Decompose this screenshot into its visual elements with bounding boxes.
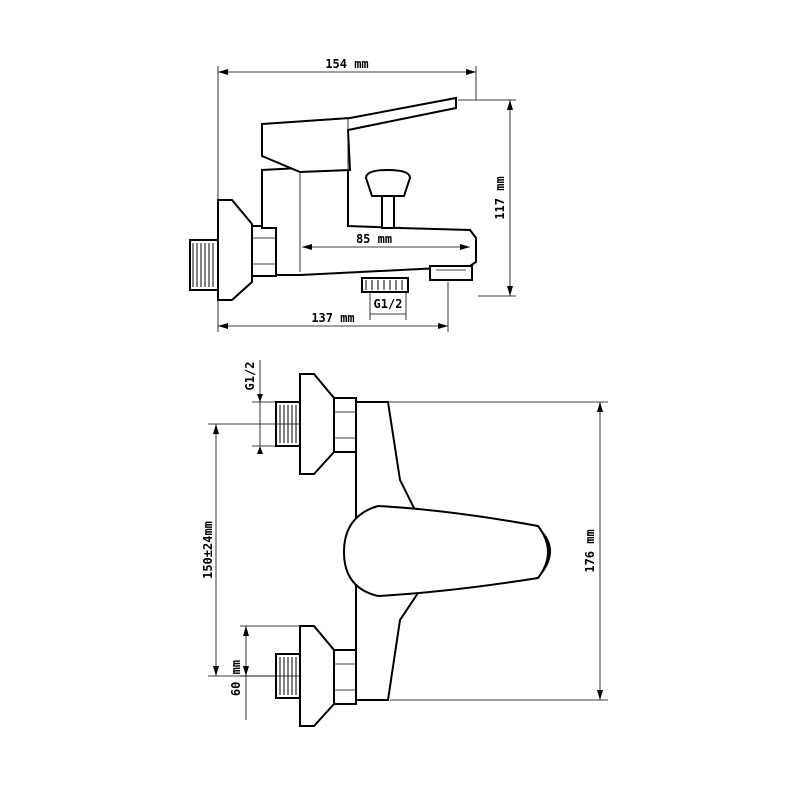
- dim-label-height: 117 mm: [493, 176, 507, 219]
- dimension-spout-length: 85 mm: [302, 232, 470, 250]
- side-view: 154 mm: [189, 57, 516, 332]
- dim-label-inlet-offset: 60 mm: [229, 660, 243, 696]
- lever-handle-top: [342, 504, 549, 598]
- upper-inlet: [275, 373, 357, 475]
- dim-label-wall-to-outlet: 137 mm: [311, 311, 354, 325]
- top-view: 176 mm 150±24mm G1/2 60 mm: [201, 360, 608, 727]
- outlet-thread: [361, 277, 409, 293]
- dimension-height: 117 mm: [458, 99, 516, 297]
- dim-label-total-height: 176 mm: [583, 529, 597, 572]
- dimension-total-width: 154 mm: [217, 57, 477, 200]
- dim-label-spout-length: 85 mm: [356, 232, 392, 246]
- dimension-inlet-offset: 60 mm: [229, 625, 300, 720]
- dimension-outlet-thread: G1/2: [369, 292, 407, 320]
- dimension-total-height: 176 mm: [388, 401, 608, 701]
- connector-nut: [251, 225, 277, 277]
- wall-thread: [189, 239, 219, 291]
- lever-handle: [261, 96, 457, 174]
- dim-label-total-width: 154 mm: [325, 57, 368, 71]
- dim-label-center-distance: 150±24mm: [201, 521, 215, 579]
- spout-outlet: [429, 265, 473, 281]
- dimension-center-distance: 150±24mm: [201, 423, 300, 677]
- dimension-inlet-thread: G1/2: [243, 360, 276, 454]
- dimension-wall-to-outlet: 137 mm: [217, 282, 449, 332]
- wall-flange: [217, 199, 253, 301]
- diverter-knob: [364, 168, 412, 229]
- dim-label-inlet-thread: G1/2: [243, 362, 257, 391]
- valve-body: [261, 166, 477, 276]
- dim-label-outlet-thread: G1/2: [374, 297, 403, 311]
